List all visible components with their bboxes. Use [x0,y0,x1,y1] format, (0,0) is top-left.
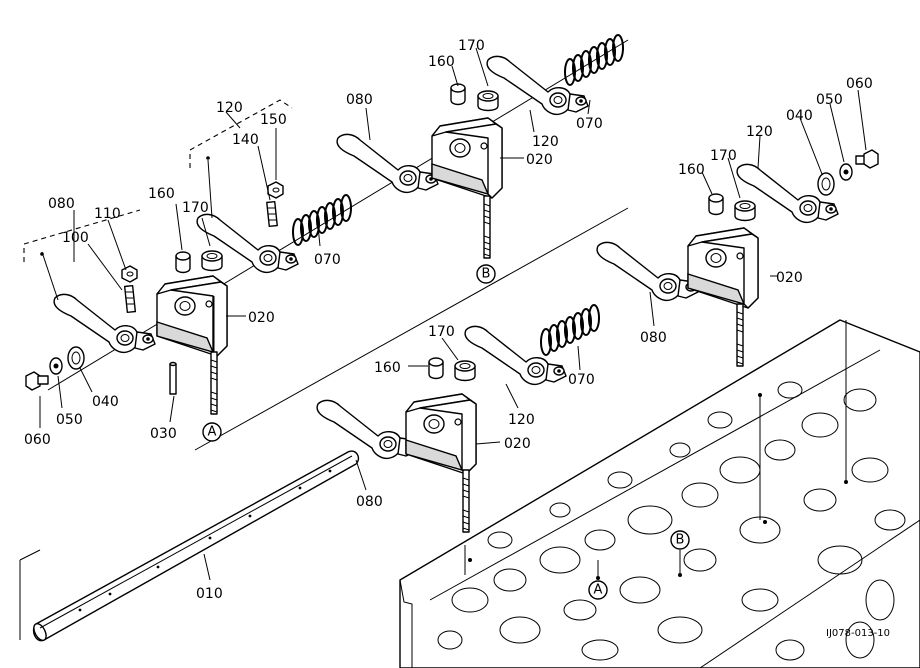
label-140: 140 [232,132,259,148]
ref-marker-b-head [670,530,690,550]
label-110: 110 [94,206,121,222]
ref-b-head: B [676,533,685,548]
label-060-right: 060 [846,76,873,92]
label-070-left: 070 [314,252,341,268]
label-030: 030 [150,426,177,442]
stud-bolt-left [210,351,218,415]
cap-160-top [450,83,466,106]
label-080-right: 080 [640,330,667,346]
label-170-left: 170 [182,200,209,216]
washer-040-right [817,172,835,196]
group-brackets [23,99,293,262]
label-170-right: 170 [710,148,737,164]
nut-150 [267,181,284,199]
cap-160-left [175,251,191,274]
label-160-right: 160 [678,162,705,178]
label-120-right: 120 [746,124,773,140]
label-080-left: 080 [48,196,75,212]
seal-170-bottom [454,360,476,382]
label-080-top: 080 [346,92,373,108]
ref-marker-a-head [588,580,608,600]
label-170-bottom: 170 [428,324,455,340]
stud-bolt-top [483,195,491,259]
label-120-left: 120 [216,100,243,116]
stud-bolt-bottom [462,469,470,533]
cylinder-head [399,319,920,668]
label-100: 100 [62,230,89,246]
seal-170-right [734,200,756,222]
figure-code: IJ078-013-10 [826,628,890,639]
reference-markers: A B A B [202,264,690,600]
shaft-axis-lines [19,39,629,640]
label-020-top: 020 [526,152,553,168]
washer-050-right [839,163,853,181]
label-160-bottom: 160 [374,360,401,376]
label-070-bottom: 070 [568,372,595,388]
label-070-top: 070 [576,116,603,132]
cap-160-right [708,193,724,216]
label-010: 010 [196,586,223,602]
rocker-shaft [32,450,360,642]
rocker-arm-080-left [53,293,156,354]
spring-070-bottom [540,304,600,356]
rocker-bracket-020-right [687,227,759,309]
nut-110 [121,265,138,283]
seal-170-left [201,250,223,272]
rocker-arm-080-bottom [316,399,419,460]
ref-b-top: B [482,267,491,282]
label-170-top: 170 [458,38,485,54]
washer-040-left [67,346,85,370]
label-050-left: 050 [56,412,83,428]
ref-marker-b-top [476,264,496,284]
rocker-arm-080-right [596,241,699,302]
ref-a-left: A [208,425,217,440]
rocker-bracket-020-top [431,117,503,199]
bolt-060-right [855,149,879,169]
label-120-top: 120 [532,134,559,150]
seal-170-top [477,90,499,112]
bolt-060-left [25,371,49,391]
label-160-left: 160 [148,186,175,202]
cap-160-bottom [428,357,444,380]
label-150: 150 [260,112,287,128]
label-020-left: 020 [248,310,275,326]
pin-030 [169,361,177,395]
label-020-right: 020 [776,270,803,286]
ref-marker-a-left [202,422,222,442]
label-040-right: 040 [786,108,813,124]
leader-lines [39,47,867,581]
label-040-left: 040 [92,394,119,410]
spring-070-left [292,194,352,246]
label-020-bottom: 020 [504,436,531,452]
ref-a-head: A [594,583,603,598]
label-160-top: 160 [428,54,455,70]
label-060-left: 060 [24,432,51,448]
rocker-bracket-020-left [156,275,228,357]
label-120-bottom: 120 [508,412,535,428]
washer-050-left [49,357,63,375]
adjusting-screw-100 [123,284,137,314]
label-050-right: 050 [816,92,843,108]
rocker-bracket-020-bottom [405,393,477,475]
adjusting-screw-140 [266,200,278,228]
stud-bolt-right [736,303,744,367]
label-080-bottom: 080 [356,494,383,510]
part-labels: 080 110 100 060 050 040 030 020 160 170 … [24,38,873,602]
